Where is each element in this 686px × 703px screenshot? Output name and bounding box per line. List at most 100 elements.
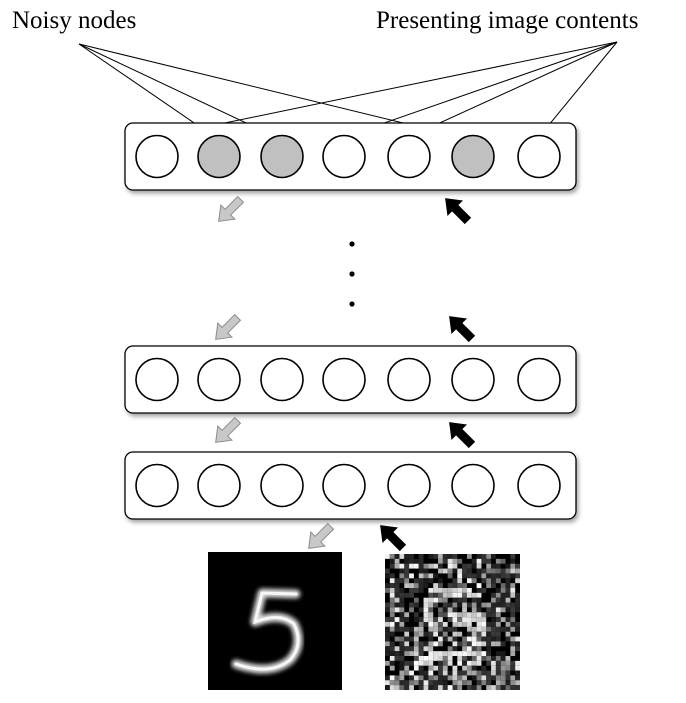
noise-pixel: [423, 670, 429, 676]
layer-node: [197, 357, 241, 402]
noise-pixel: [486, 636, 492, 642]
noise-pixel: [442, 626, 448, 632]
noise-pixel: [476, 622, 482, 627]
noise-pixel: [399, 568, 405, 574]
noise-pixel: [486, 563, 492, 569]
noise-pixel: [481, 670, 487, 676]
noise-pixel: [385, 602, 390, 608]
noise-pixel: [466, 622, 472, 627]
noise-pixel: [495, 568, 501, 574]
noise-pixel: [418, 563, 424, 569]
noise-pixel: [515, 660, 520, 666]
noise-pixel: [389, 680, 395, 686]
noise-pixel: [505, 670, 511, 676]
noise-pixel: [394, 685, 400, 690]
noise-pixel: [486, 656, 492, 661]
noise-pixel: [423, 563, 429, 569]
noise-pixel: [447, 670, 453, 676]
noise-pixel: [442, 665, 448, 671]
noise-pixel: [510, 607, 516, 613]
layer-node: [517, 357, 561, 402]
noise-pixel: [452, 563, 458, 569]
noise-pixel: [399, 607, 405, 613]
noise-pixel: [447, 646, 453, 652]
noise-pixel: [457, 568, 463, 574]
noise-pixel: [466, 665, 472, 671]
noise-pixel: [495, 617, 501, 622]
noise-pixel: [466, 578, 472, 584]
noise-pixel: [418, 554, 424, 559]
noise-pixel: [481, 622, 487, 627]
noise-pixel: [409, 554, 414, 559]
noise-pixel: [399, 670, 405, 676]
noise-pixel: [394, 592, 400, 598]
noise-pixel: [457, 622, 463, 627]
noise-pixel: [457, 670, 463, 676]
noise-pixel: [389, 660, 395, 666]
noise-pixel: [389, 665, 395, 671]
noise-pixel: [428, 607, 434, 613]
noise-pixel: [409, 675, 414, 681]
noise-pixel: [510, 602, 516, 608]
noise-pixel: [476, 641, 482, 647]
noise-pixel: [399, 651, 405, 656]
noise-pixel: [466, 592, 472, 598]
noise-pixel: [491, 612, 496, 618]
noise-pixel: [418, 675, 424, 681]
noise-pixel: [404, 646, 410, 652]
noise-pixel: [433, 592, 439, 598]
noise-pixel: [471, 573, 477, 579]
noise-pixel: [476, 685, 482, 690]
noise-pixel: [404, 670, 410, 676]
noise-pixel: [476, 680, 482, 686]
noise-pixel: [476, 636, 482, 642]
noise-pixel: [404, 665, 410, 671]
noise-pixel: [433, 573, 439, 579]
noise-pixel: [413, 636, 419, 642]
noise-pixel: [515, 646, 520, 652]
middle-layer: [124, 345, 577, 414]
noise-pixel: [491, 626, 496, 632]
noise-pixel: [389, 583, 395, 588]
noise-pixel: [510, 592, 516, 598]
noise-pixel: [399, 554, 405, 559]
noise-pixel: [452, 607, 458, 613]
noise-pixel: [438, 660, 443, 666]
noise-pixel: [399, 602, 405, 608]
noise-pixel: [457, 651, 463, 656]
noise-pixel: [447, 626, 453, 632]
noise-pixel: [515, 636, 520, 642]
noise-pixel: [515, 641, 520, 647]
noise-pixel: [476, 558, 482, 564]
noise-pixel: [385, 675, 390, 681]
noise-pixel: [409, 626, 414, 632]
noise-pixel: [413, 617, 419, 622]
noise-pixel: [423, 631, 429, 637]
noise-pixel: [418, 660, 424, 666]
noise-pixel: [466, 660, 472, 666]
noise-pixel: [399, 592, 405, 598]
layer-node: [322, 463, 366, 508]
noise-pixel: [404, 626, 410, 632]
noise-pixel: [428, 631, 434, 637]
noise-pixel: [491, 660, 496, 666]
noise-pixel: [438, 554, 443, 559]
noise-pixel: [423, 680, 429, 686]
noise-pixel: [409, 583, 414, 588]
noise-pixel: [476, 656, 482, 661]
noise-pixel: [505, 568, 511, 574]
noise-pixel: [409, 592, 414, 598]
noise-pixel: [394, 578, 400, 584]
noise-pixel: [457, 641, 463, 647]
noise-pixel: [447, 563, 453, 569]
noise-pixel: [413, 583, 419, 588]
noise-pixel: [438, 617, 443, 622]
noise-pixel: [418, 626, 424, 632]
noise-pixel: [505, 622, 511, 627]
noise-pixel: [452, 597, 458, 603]
noise-pixel: [418, 641, 424, 647]
noise-pixel: [510, 651, 516, 656]
noisy-node: [451, 134, 495, 179]
down-arrow-icon: [215, 416, 242, 443]
noise-pixel: [466, 631, 472, 637]
